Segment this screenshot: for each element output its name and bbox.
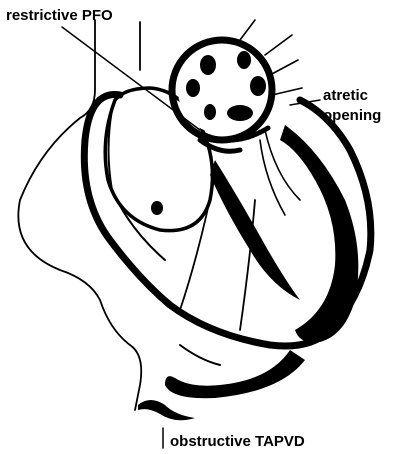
tapvd-vessel	[138, 345, 305, 420]
pv-ostium-4	[250, 76, 266, 96]
pv-ostium-6	[227, 105, 253, 121]
ventricle-wall	[280, 125, 358, 343]
pv-ostium-5	[204, 104, 216, 120]
pv-ostium-3	[186, 79, 200, 97]
coronary-sinus-dot	[151, 201, 163, 215]
pv-ostium-2	[237, 51, 251, 69]
pulmonary-confluence	[172, 20, 302, 151]
label-obstructive-tapvd: obstructive TAPVD	[170, 433, 305, 450]
label-atretic: atretic	[323, 87, 368, 104]
septal-wedge	[210, 160, 300, 300]
pv-ostium-1	[200, 55, 216, 75]
label-restrictive-pfo: restrictive PFO	[6, 7, 113, 24]
